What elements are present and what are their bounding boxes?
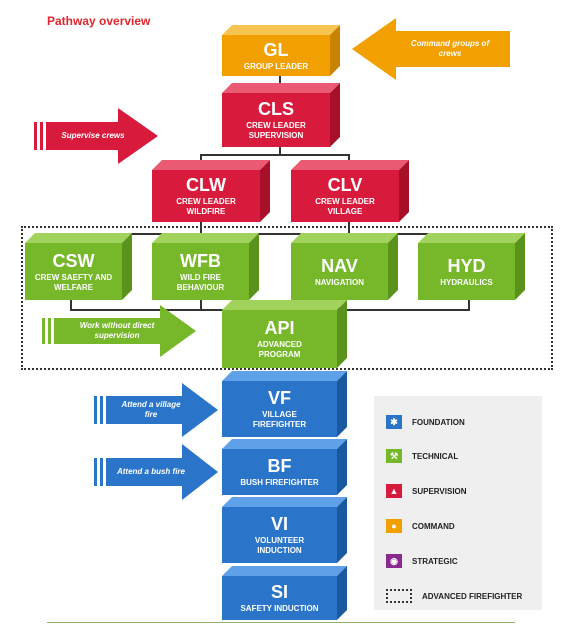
box-hyd-label: HYDRAULICS bbox=[440, 277, 493, 287]
arrow-right-shape bbox=[42, 305, 196, 357]
box-nav-label: NAVIGATION bbox=[314, 277, 365, 287]
village-fire-arrow-text: Attend a village fire bbox=[121, 400, 181, 419]
arrow-right-shape bbox=[94, 383, 218, 437]
box-si: SI SAFETY INDUCTION bbox=[222, 576, 337, 620]
puzzle-icon: ✱ bbox=[386, 415, 402, 429]
page-title: Pathway overview bbox=[47, 14, 151, 28]
legend-label: COMMAND bbox=[412, 521, 455, 531]
work-arrow: Work without direct supervision bbox=[42, 305, 196, 357]
box-csw-code: CSW bbox=[52, 250, 95, 271]
box-clv-label: CREW LEADER VILLAGE bbox=[315, 197, 375, 216]
village-fire-arrow: Attend a village fire bbox=[94, 383, 218, 437]
legend-label: STRATEGIC bbox=[412, 556, 458, 566]
box-vi-label: VOLUNTEER INDUCTION bbox=[254, 536, 305, 555]
box-bf-code: BF bbox=[267, 456, 292, 476]
legend-item-command: ● COMMAND bbox=[386, 517, 455, 535]
legend-item-supervision: ▲ SUPERVISION bbox=[386, 482, 467, 500]
box-gl-code: GL bbox=[263, 39, 289, 60]
legend: ✱ FOUNDATION ⚒ TECHNICAL ▲ SUPERVISION ●… bbox=[374, 396, 542, 610]
legend-label: SUPERVISION bbox=[412, 486, 467, 496]
box-hyd: HYD HYDRAULICS bbox=[418, 243, 515, 300]
box-cls: CLS CREW LEADER SUPERVISION bbox=[222, 93, 330, 147]
box-cls-label: CREW LEADER SUPERVISION bbox=[246, 121, 306, 140]
advanced-firefighter-region bbox=[21, 226, 553, 370]
group-icon: ● bbox=[386, 519, 402, 533]
box-cls-code: CLS bbox=[258, 99, 294, 119]
connector-cls-down bbox=[279, 147, 281, 155]
legend-item-technical: ⚒ TECHNICAL bbox=[386, 447, 458, 465]
box-gl: GL GROUP LEADER bbox=[222, 35, 330, 76]
command-arrow: Command groups of crews bbox=[352, 18, 512, 80]
box-api-label: ADVANCED PROGRAM bbox=[257, 340, 302, 359]
box-clv: CLV CREW LEADER VILLAGE bbox=[291, 170, 399, 222]
arrow-left-shape bbox=[352, 18, 510, 80]
box-wfb: WFB WILD FIRE BEHAVIOUR bbox=[152, 243, 249, 300]
box-nav: NAV NAVIGATION bbox=[291, 243, 388, 300]
box-si-code: SI bbox=[270, 582, 288, 602]
legend-item-foundation: ✱ FOUNDATION bbox=[386, 413, 465, 431]
box-clv-code: CLV bbox=[327, 175, 363, 195]
legend-label: TECHNICAL bbox=[412, 451, 459, 461]
box-csw: CSW CREW SAEFTY AND WELFARE bbox=[25, 243, 122, 300]
box-vi: VI VOLUNTEER INDUCTION bbox=[222, 507, 337, 563]
box-bf-label: BUSH FIREFIGHTER bbox=[240, 478, 319, 487]
box-nav-code: NAV bbox=[321, 255, 358, 276]
tools-icon: ⚒ bbox=[386, 449, 402, 463]
box-vf: VF VILLAGE FIREFIGHTER bbox=[222, 381, 337, 437]
box-clw-label: CREW LEADER WILDFIRE bbox=[176, 197, 236, 216]
connector-technical-bar bbox=[70, 233, 470, 235]
legend-label: FOUNDATION bbox=[412, 417, 465, 427]
hierarchy-icon: ▲ bbox=[386, 484, 402, 498]
dotted-box-icon bbox=[386, 589, 412, 603]
connector-clv-down bbox=[348, 222, 350, 234]
bush-fire-arrow-text: Attend a bush fire bbox=[116, 467, 185, 476]
legend-item-advanced-firefighter: ADVANCED FIREFIGHTER bbox=[386, 587, 522, 605]
arrow-right-shape bbox=[34, 108, 158, 164]
supervise-arrow-text: Supervise crews bbox=[61, 131, 125, 140]
box-api-code: API bbox=[264, 318, 295, 338]
head-icon: ◉ bbox=[386, 554, 402, 568]
box-clw: CLW CREW LEADER WILDFIRE bbox=[152, 170, 260, 222]
box-hyd-code: HYD bbox=[447, 255, 486, 276]
box-wfb-code: WFB bbox=[180, 250, 221, 271]
box-si-label: SAFETY INDUCTION bbox=[240, 604, 319, 613]
work-arrow-text: Work without direct supervision bbox=[79, 321, 155, 340]
box-csw-label: CREW SAEFTY AND WELFARE bbox=[34, 272, 113, 292]
legend-item-strategic: ◉ STRATEGIC bbox=[386, 552, 458, 570]
box-api: API ADVANCED PROGRAM bbox=[222, 310, 337, 368]
bottom-divider bbox=[47, 622, 515, 623]
box-vf-code: VF bbox=[267, 388, 291, 408]
box-gl-label: GROUP LEADER bbox=[243, 61, 309, 71]
command-arrow-text: Command groups of crews bbox=[410, 39, 490, 58]
connector-csw-down bbox=[70, 300, 72, 310]
box-vf-label: VILLAGE FIREFIGHTER bbox=[252, 410, 307, 429]
connector-cls-bar bbox=[200, 154, 350, 156]
legend-label: ADVANCED FIREFIGHTER bbox=[422, 591, 523, 601]
box-wfb-label: WILD FIRE BEHAVIOUR bbox=[176, 272, 225, 292]
box-clw-code: CLW bbox=[186, 175, 226, 195]
connector-wfb-down bbox=[200, 300, 202, 310]
connector-hyd-down bbox=[468, 300, 470, 310]
box-vi-code: VI bbox=[270, 514, 288, 534]
arrow-right-shape bbox=[94, 444, 218, 500]
supervise-arrow: Supervise crews bbox=[34, 108, 158, 164]
connector-clw-down bbox=[200, 222, 202, 234]
bush-fire-arrow: Attend a bush fire bbox=[94, 444, 218, 500]
box-bf: BF BUSH FIREFIGHTER bbox=[222, 449, 337, 495]
